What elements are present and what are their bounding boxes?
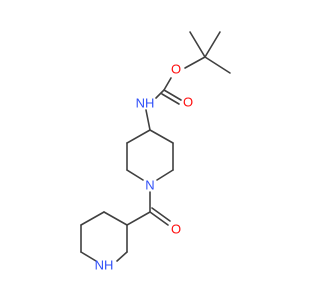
bond-ring-a [126,129,151,144]
atom-n-piperidine: N [145,177,154,192]
bond-ring-d [156,169,174,181]
bond-amide-ring [126,211,151,226]
atom-nh-ring-bottom: NH [95,257,114,272]
bond-carbonyl-nh [155,89,165,99]
bond-lring-b [80,211,105,226]
atom-nh-carbamate: NH [136,95,155,110]
bond-lring-e [116,251,128,262]
bond-ring-f [149,129,174,144]
bond-amide-double-1 [149,211,169,226]
bond-o-carbonyl [163,77,172,91]
bond-tbutyl-o [184,56,206,69]
bond-lring-d [80,251,97,262]
bond-ring-c [126,169,144,181]
atom-o-carbonyl-top: O [183,94,193,109]
bonds [80,31,231,262]
bond-carbonyl-double-1 [163,89,182,101]
bond-amide-double-2 [151,207,171,222]
bond-carbonyl-double-2 [161,93,180,105]
bond-tbutyl-c2 [204,31,221,58]
bond-lring-a [103,211,128,226]
structure-canvas: O O NH N O NH [80,31,231,273]
atom-o-ether: O [171,61,181,76]
bond-nh-ring [145,109,151,131]
atom-o-carbonyl-bottom: O [171,221,181,236]
molecule-diagram: O O NH N O NH [80,31,231,272]
bond-tbutyl-c3 [204,56,231,74]
bond-tbutyl-c1 [189,31,206,58]
atom-labels: O O NH N O NH [95,61,193,272]
